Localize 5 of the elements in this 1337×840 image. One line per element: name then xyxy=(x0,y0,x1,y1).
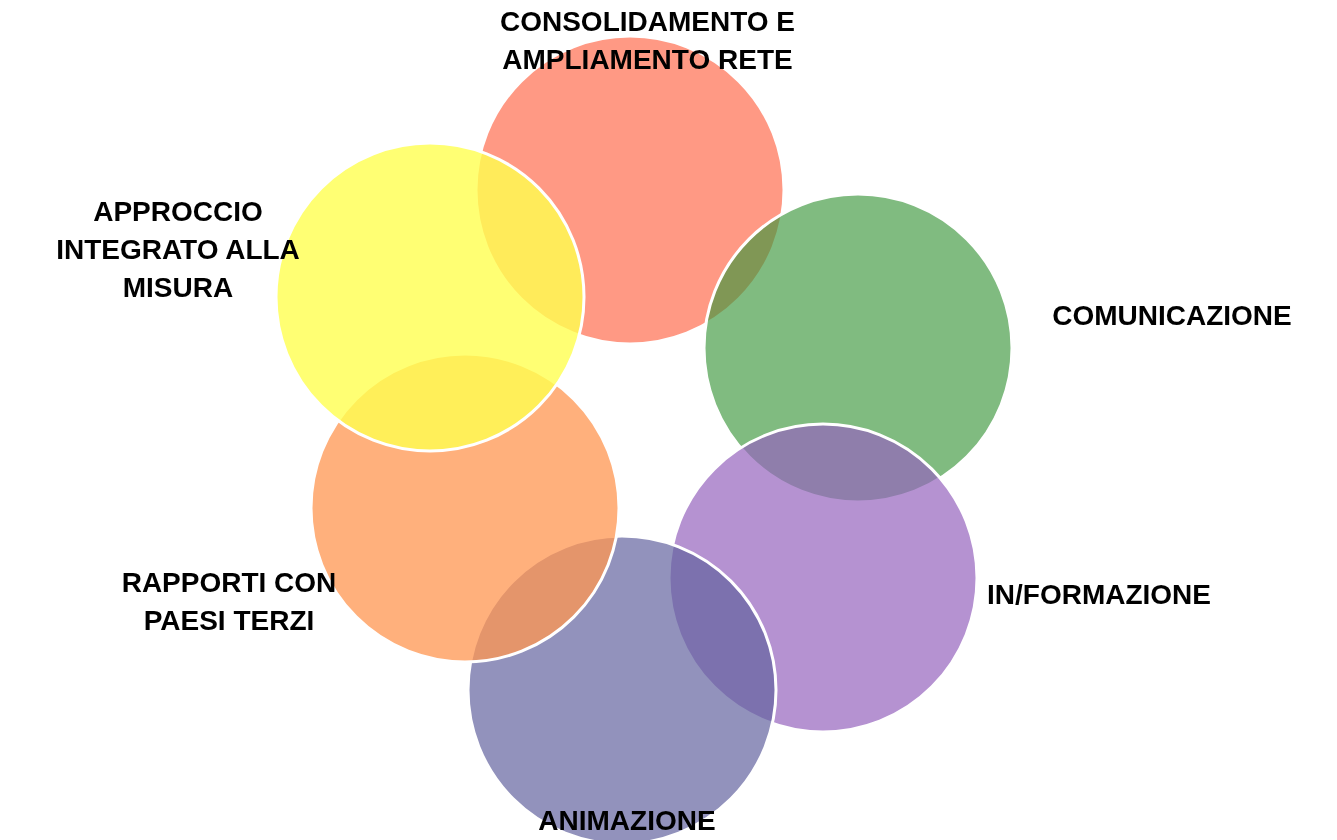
circle-label: RAPPORTI CON PAESI TERZI xyxy=(120,566,338,638)
circle-label: IN/FORMAZIONE xyxy=(986,578,1212,612)
circle-label: CONSOLIDAMENTO E AMPLIAMENTO RETE xyxy=(498,5,797,77)
circle-label: COMUNICAZIONE xyxy=(1051,299,1293,333)
circle-label: APPROCCIO INTEGRATO ALLA MISURA xyxy=(55,195,301,305)
